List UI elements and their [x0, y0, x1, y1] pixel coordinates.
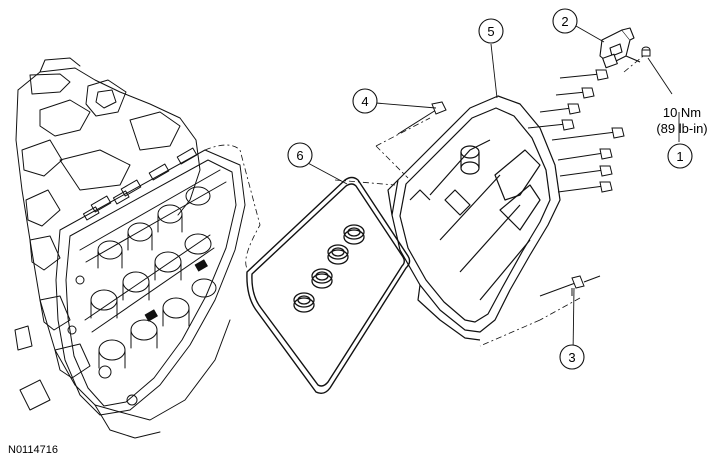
callout-3: 3: [559, 344, 585, 370]
vent-fitting: [641, 46, 651, 57]
torque-spec-imperial: (89 lb-in): [656, 121, 707, 136]
figure-id: N0114716: [8, 444, 58, 456]
callout-2-number: 2: [561, 14, 568, 29]
valve-cover: [387, 95, 561, 341]
callout-6-number: 6: [296, 148, 303, 163]
torque-spec-metric: 10 Nm: [663, 105, 701, 120]
sensor-component: [599, 27, 641, 69]
callout-3-number: 3: [568, 350, 575, 365]
lower-stud: [539, 275, 601, 297]
callout-4-number: 4: [361, 94, 368, 109]
callout-1-number: 1: [676, 149, 683, 164]
spark-plug-tube-seals: [293, 224, 365, 313]
callout-5-number: 5: [487, 24, 494, 39]
valve-cover-gasket: [246, 176, 411, 395]
callout-2: 2: [552, 8, 578, 34]
callout-4: 4: [352, 88, 378, 114]
callout-leader-lines: [305, 25, 680, 355]
engine-cylinder-head: [14, 57, 246, 439]
assembly-centerlines: [204, 51, 649, 347]
valve-cover-bolts: [397, 69, 625, 193]
callout-6: 6: [287, 142, 313, 168]
callout-5: 5: [478, 18, 504, 44]
callout-1: 1: [667, 143, 693, 169]
